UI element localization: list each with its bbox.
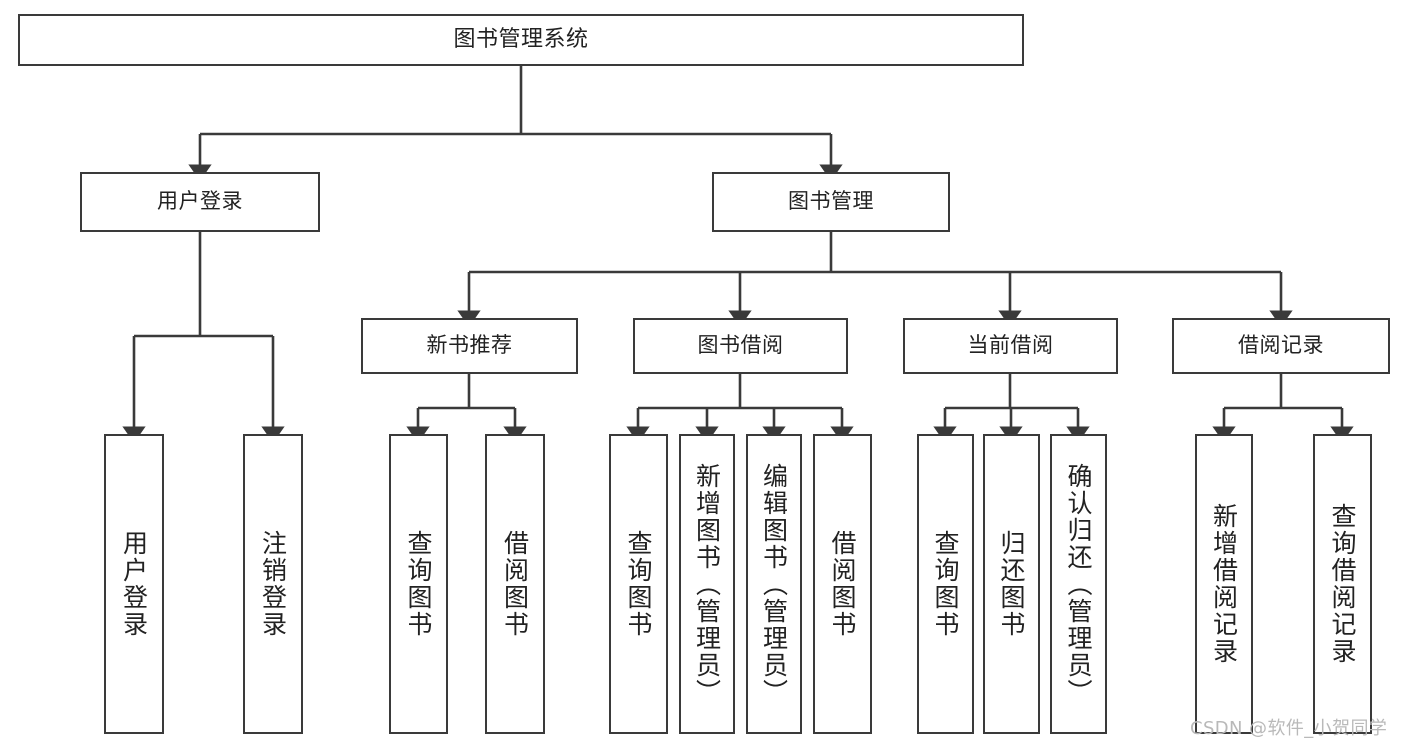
node-label-current-borrow: 当前借阅: [967, 333, 1054, 358]
node-label-root: 图书管理系统: [453, 26, 589, 52]
node-label-leaf-logout: 注销登录: [258, 530, 288, 638]
node-label-new-book-recommend: 新书推荐: [426, 333, 513, 358]
node-leaf-add-borrow-record[interactable]: 新增借阅记录: [1195, 434, 1253, 734]
node-label-leaf-add-book-admin: 新增图书（管理员）: [692, 462, 722, 706]
conn-book-manage: [457, 232, 1293, 328]
conn-root: [188, 66, 843, 182]
node-leaf-return-book[interactable]: 归还图书: [983, 434, 1040, 734]
node-label-book-manage: 图书管理: [788, 189, 874, 214]
conn-user-login: [122, 232, 285, 444]
conn-current-borrow: [933, 374, 1090, 444]
node-leaf-query-borrow-record[interactable]: 查询借阅记录: [1313, 434, 1372, 734]
conn-new-book: [406, 374, 527, 444]
node-label-borrow-record: 借阅记录: [1238, 333, 1324, 358]
node-leaf-edit-book-admin[interactable]: 编辑图书（管理员）: [746, 434, 802, 734]
node-label-leaf-query-book-3: 查询图书: [931, 530, 960, 638]
node-leaf-user-login[interactable]: 用户登录: [104, 434, 164, 734]
node-label-leaf-confirm-return-admin: 确认归还（管理员）: [1064, 462, 1093, 706]
conn-borrow-record: [1212, 374, 1354, 444]
node-label-leaf-query-borrow-record: 查询借阅记录: [1328, 503, 1357, 665]
node-label-leaf-borrow-book-2: 借阅图书: [828, 530, 857, 638]
node-label-user-login: 用户登录: [157, 189, 243, 214]
csdn-watermark: CSDN @软件_小贺同学: [1190, 718, 1388, 739]
node-leaf-confirm-return-admin[interactable]: 确认归还（管理员）: [1050, 434, 1107, 734]
node-book-borrow[interactable]: 图书借阅: [633, 318, 848, 374]
node-label-leaf-user-login: 用户登录: [119, 530, 149, 638]
node-label-leaf-add-borrow-record: 新增借阅记录: [1209, 503, 1239, 665]
node-label-leaf-query-book-2: 查询图书: [624, 530, 653, 638]
node-label-leaf-borrow-book-1: 借阅图书: [500, 530, 530, 638]
node-borrow-record[interactable]: 借阅记录: [1172, 318, 1390, 374]
node-leaf-logout[interactable]: 注销登录: [243, 434, 303, 734]
node-leaf-query-book-1[interactable]: 查询图书: [389, 434, 448, 734]
node-user-login[interactable]: 用户登录: [80, 172, 320, 232]
node-leaf-borrow-book-2[interactable]: 借阅图书: [813, 434, 872, 734]
node-current-borrow[interactable]: 当前借阅: [903, 318, 1118, 374]
node-leaf-query-book-2[interactable]: 查询图书: [609, 434, 668, 734]
node-label-leaf-query-book-1: 查询图书: [404, 530, 433, 638]
node-leaf-add-book-admin[interactable]: 新增图书（管理员）: [679, 434, 735, 734]
conn-book-borrow: [626, 374, 854, 444]
node-root[interactable]: 图书管理系统: [18, 14, 1024, 66]
node-label-leaf-edit-book-admin: 编辑图书（管理员）: [759, 462, 789, 706]
node-new-book-recommend[interactable]: 新书推荐: [361, 318, 578, 374]
node-leaf-query-book-3[interactable]: 查询图书: [917, 434, 974, 734]
node-label-book-borrow: 图书借阅: [697, 333, 784, 358]
node-leaf-borrow-book-1[interactable]: 借阅图书: [485, 434, 545, 734]
node-label-leaf-return-book: 归还图书: [997, 530, 1026, 638]
node-book-manage[interactable]: 图书管理: [712, 172, 950, 232]
